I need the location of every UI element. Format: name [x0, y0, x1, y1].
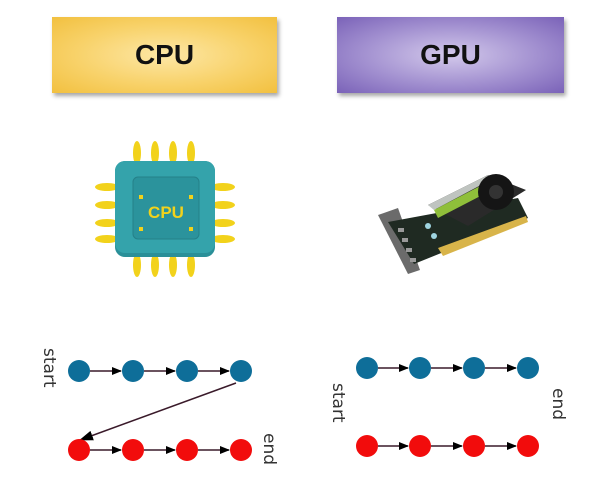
cpu-header-label: CPU	[134, 39, 195, 70]
gpu-header-label: GPU	[420, 39, 481, 70]
cpu-chip-icon: CPU	[95, 141, 235, 277]
cpu-chip-label: CPU	[148, 203, 184, 222]
gpu-top-row-nodes	[356, 357, 539, 379]
gpu-bottom-row-nodes	[356, 435, 539, 457]
gpu-graphics-card-icon	[378, 174, 528, 274]
cpu-start-label: start	[39, 348, 59, 388]
cpu-flow-diagram: start end	[39, 348, 279, 465]
gpu-flow-diagram: start end	[328, 357, 568, 457]
cpu-top-row-nodes	[68, 360, 252, 382]
cpu-bottom-row-nodes	[68, 439, 252, 461]
gpu-header: GPU	[337, 17, 564, 93]
cpu-header: CPU	[52, 17, 277, 93]
gpu-end-label: end	[548, 388, 568, 420]
cpu-end-label: end	[259, 433, 279, 465]
gpu-start-label: start	[328, 383, 348, 423]
